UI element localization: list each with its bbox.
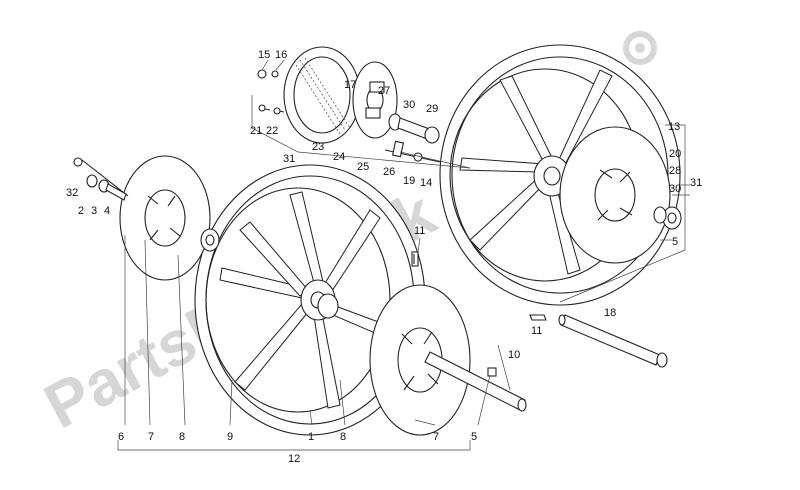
left-axle-parts xyxy=(73,157,129,201)
callout-32: 32 xyxy=(66,187,78,199)
callout-11-upper: 11 xyxy=(414,225,425,237)
callout-19: 19 xyxy=(403,175,415,187)
callout-labels: 15 16 27 30 29 17 21 22 23 24 25 31 26 1… xyxy=(66,49,702,465)
callout-1: 1 xyxy=(308,431,314,443)
callout-22: 22 xyxy=(266,125,278,137)
callout-16: 16 xyxy=(275,49,287,61)
rear-brake-disc xyxy=(559,126,671,264)
callout-9: 9 xyxy=(227,431,233,443)
callout-21: 21 xyxy=(250,125,262,137)
callout-25: 25 xyxy=(357,161,369,173)
front-right-brake-disc xyxy=(369,284,471,436)
callout-30-right: 30 xyxy=(669,183,681,195)
callout-11-lower: 11 xyxy=(531,325,542,337)
callout-4: 4 xyxy=(104,205,110,217)
front-axle xyxy=(424,351,527,412)
callout-28: 28 xyxy=(669,165,681,177)
small-bolts-top xyxy=(257,69,285,115)
callout-27: 27 xyxy=(378,85,390,97)
callout-8-right: 8 xyxy=(340,431,346,443)
callout-6: 6 xyxy=(118,431,124,443)
callout-29: 29 xyxy=(426,103,438,115)
balance-weights xyxy=(411,251,547,321)
callout-5-bottom: 5 xyxy=(471,431,477,443)
callout-31-left: 31 xyxy=(283,153,295,165)
callout-26: 26 xyxy=(383,166,395,178)
callout-24: 24 xyxy=(333,151,345,163)
rear-axle xyxy=(558,314,668,368)
callout-23: 23 xyxy=(312,141,324,153)
rear-hub-assembly xyxy=(283,46,440,144)
callout-20: 20 xyxy=(669,148,681,160)
callout-15: 15 xyxy=(258,49,270,61)
callout-13: 13 xyxy=(668,121,680,133)
callout-12: 12 xyxy=(288,453,300,465)
callout-8-left: 8 xyxy=(179,431,185,443)
callout-2: 2 xyxy=(78,205,84,217)
leader-lines xyxy=(117,59,690,451)
callout-7-right: 7 xyxy=(433,431,439,443)
rear-spacer xyxy=(653,206,682,230)
callout-30-top: 30 xyxy=(403,99,415,111)
callout-5-right: 5 xyxy=(672,236,678,248)
callout-7-left: 7 xyxy=(148,431,154,443)
watermark-gear-icon xyxy=(623,31,657,65)
front-wheel xyxy=(194,164,426,436)
spindle-front xyxy=(384,140,441,163)
callout-14: 14 xyxy=(420,177,432,189)
callout-10: 10 xyxy=(508,349,520,361)
callout-17: 17 xyxy=(344,79,356,91)
callout-18: 18 xyxy=(604,307,616,319)
callout-3: 3 xyxy=(91,205,97,217)
front-left-brake-disc xyxy=(119,155,220,281)
callout-31-right: 31 xyxy=(690,177,702,189)
